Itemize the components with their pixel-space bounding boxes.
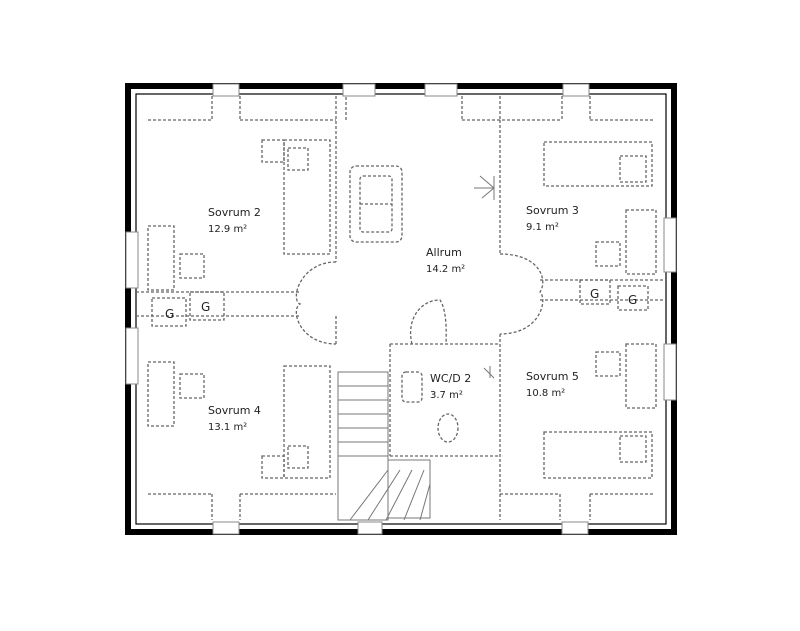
bed-sovrum-3 xyxy=(543,141,653,187)
room-area: 10.8 m² xyxy=(526,388,565,399)
wardrobe-left-2: G xyxy=(189,291,225,321)
lamp-allrum xyxy=(474,175,495,200)
desk-sovrum-5 xyxy=(595,343,657,409)
room-name: Sovrum 3 xyxy=(526,204,579,217)
room-area: 13.1 m² xyxy=(208,422,247,433)
toilet-wcd-2 xyxy=(437,413,459,443)
wardrobe-label: G xyxy=(590,287,599,301)
wardrobe-label: G xyxy=(628,293,637,307)
room-area: 14.2 m² xyxy=(426,264,465,275)
wardrobe-right-2: G xyxy=(617,285,649,311)
sofa-allrum xyxy=(349,165,403,243)
room-name: Sovrum 4 xyxy=(208,404,261,417)
bed-sovrum-5 xyxy=(543,431,653,479)
staircase xyxy=(337,371,431,521)
desk-sovrum-2 xyxy=(147,225,205,291)
interior-walls xyxy=(136,96,666,520)
room-sovrum-4: Sovrum 4 13.1 m² xyxy=(208,404,261,433)
shower-wcd-2 xyxy=(483,366,495,379)
room-area: 12.9 m² xyxy=(208,224,247,235)
room-area: 3.7 m² xyxy=(430,390,463,401)
wardrobe-right-1: G xyxy=(579,279,611,305)
wardrobe-left-1: G xyxy=(151,297,187,327)
room-name: Sovrum 5 xyxy=(526,370,579,383)
room-allrum: Allrum 14.2 m² xyxy=(426,246,465,275)
room-sovrum-3: Sovrum 3 9.1 m² xyxy=(526,204,579,233)
room-sovrum-2: Sovrum 2 12.9 m² xyxy=(208,206,261,235)
sink-wcd-2 xyxy=(401,371,423,403)
room-wcd-2: WC/D 2 3.7 m² xyxy=(430,372,471,401)
windows xyxy=(125,83,677,535)
room-sovrum-5: Sovrum 5 10.8 m² xyxy=(526,370,579,399)
desk-sovrum-4 xyxy=(147,361,205,427)
wardrobe-label: G xyxy=(201,300,210,314)
room-name: WC/D 2 xyxy=(430,372,471,385)
room-name: Sovrum 2 xyxy=(208,206,261,219)
outer-walls xyxy=(125,83,677,535)
bed-sovrum-2 xyxy=(261,139,331,255)
room-name: Allrum xyxy=(426,246,462,259)
room-area: 9.1 m² xyxy=(526,222,559,233)
bed-sovrum-4 xyxy=(261,365,331,479)
desk-sovrum-3 xyxy=(595,209,657,275)
wardrobe-label: G xyxy=(165,307,174,321)
